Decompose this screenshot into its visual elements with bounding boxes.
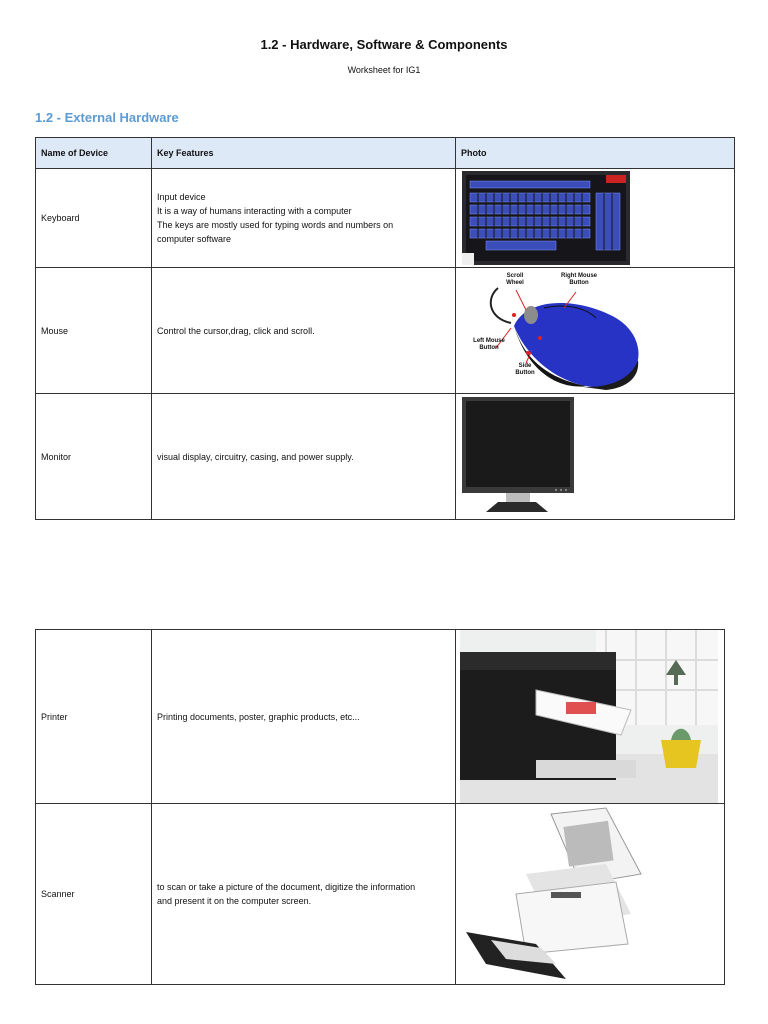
scanner-photo (466, 807, 642, 979)
device-name: Scanner (35, 803, 152, 985)
device-name: Monitor (35, 393, 152, 520)
device-features: to scan or take a picture of the documen… (151, 803, 456, 985)
table-row: Scanner to scan or take a picture of the… (35, 803, 725, 985)
section-heading: 1.2 - External Hardware (35, 110, 179, 125)
mouse-label-side: Side Button (515, 363, 535, 376)
device-features: Control the cursor,drag, click and scrol… (151, 267, 456, 394)
mouse-label-right: Right Mouse Button (561, 273, 597, 286)
monitor-photo (462, 397, 574, 512)
printer-photo (460, 630, 718, 803)
feature-line: Printing documents, poster, graphic prod… (157, 711, 360, 722)
feature-line: and present it on the computer screen. (157, 896, 312, 906)
device-photo-cell (455, 803, 725, 985)
device-name: Mouse (35, 267, 152, 394)
hardware-table-1: Name of Device Key Features Photo Keyboa… (35, 137, 735, 520)
device-features: Input device It is a way of humans inter… (151, 168, 456, 268)
feature-line: to scan or take a picture of the documen… (157, 882, 416, 892)
mouse-label-left: Left Mouse Button (473, 338, 505, 351)
feature-line: The keys are mostly used for typing word… (157, 220, 394, 230)
mouse-photo (489, 287, 639, 390)
feature-line: It is a way of humans interacting with a… (157, 206, 352, 216)
header-photo: Photo (455, 137, 735, 169)
device-name: Keyboard (35, 168, 152, 268)
header-name: Name of Device (35, 137, 152, 169)
device-features: visual display, circuitry, casing, and p… (151, 393, 456, 520)
table-row: Monitor visual display, circuitry, casin… (35, 393, 735, 520)
table-header-row: Name of Device Key Features Photo (35, 137, 735, 169)
device-photo-cell (455, 168, 735, 268)
device-features: Printing documents, poster, graphic prod… (151, 629, 456, 804)
table-row: Keyboard Input device It is a way of hum… (35, 168, 735, 268)
page-subtitle: Worksheet for IG1 (347, 65, 421, 75)
table-row: Printer Printing documents, poster, grap… (35, 629, 725, 804)
mouse-label-scroll: Scroll Wheel (506, 273, 524, 286)
device-name: Printer (35, 629, 152, 804)
device-photo-cell (455, 629, 725, 804)
device-photo-cell: Scroll Wheel Right Mouse Button Left Mou… (455, 267, 735, 394)
table-row: Mouse Control the cursor,drag, click and… (35, 267, 735, 394)
device-photo-cell (455, 393, 735, 520)
feature-line: Control the cursor,drag, click and scrol… (157, 325, 315, 336)
header-features: Key Features (151, 137, 456, 169)
feature-line: computer software (157, 234, 232, 244)
feature-line: visual display, circuitry, casing, and p… (157, 451, 354, 462)
page-title: 1.2 - Hardware, Software & Components (260, 37, 508, 52)
hardware-table-2: Printer Printing documents, poster, grap… (35, 629, 725, 985)
keyboard-photo (462, 171, 630, 265)
feature-line: Input device (157, 192, 206, 202)
